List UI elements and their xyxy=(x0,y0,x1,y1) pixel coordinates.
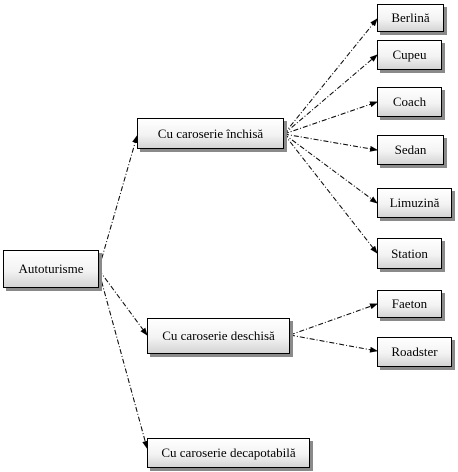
edge-closed-to-cupeu xyxy=(283,54,378,135)
edge-root-to-closed xyxy=(98,135,138,269)
edge-closed-to-station xyxy=(283,133,378,254)
edge-closed-to-berlina xyxy=(283,18,378,135)
edge-closed-to-coach xyxy=(283,101,378,135)
node-coach: Coach xyxy=(377,87,442,117)
node-berlina: Berlină xyxy=(377,4,444,32)
node-limuzina: Limuzină xyxy=(377,188,452,218)
node-closed-body: Cu caroserie închisă xyxy=(137,118,284,149)
edge-closed-to-limuzina xyxy=(283,133,378,204)
node-roadster: Roadster xyxy=(377,337,452,367)
node-sedan: Sedan xyxy=(377,135,444,165)
edge-root-to-convertible xyxy=(98,271,149,449)
node-open-body: Cu caroserie deschisă xyxy=(147,318,290,354)
node-cupeu: Cupeu xyxy=(377,40,442,70)
edge-open-to-roadster xyxy=(289,334,378,353)
node-root: Autoturisme xyxy=(3,250,99,288)
edge-open-to-faeton xyxy=(289,303,378,336)
edge-closed-to-sedan xyxy=(283,133,378,152)
edge-root-to-open xyxy=(98,269,148,336)
node-convertible-body: Cu caroserie decapotabilă xyxy=(147,438,310,468)
node-station: Station xyxy=(377,238,442,269)
node-faeton: Faeton xyxy=(377,290,442,318)
